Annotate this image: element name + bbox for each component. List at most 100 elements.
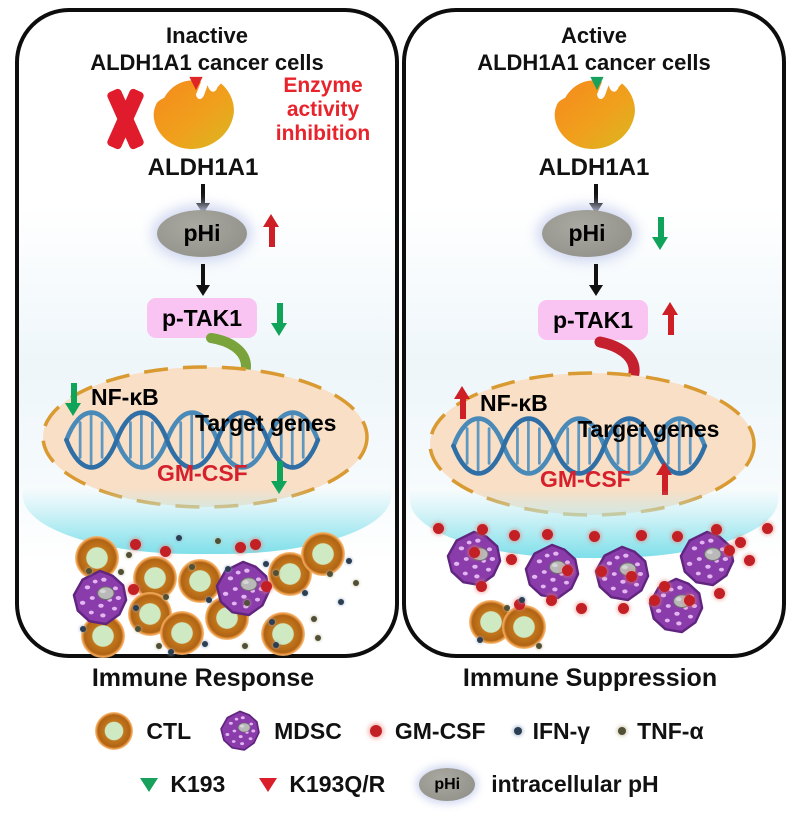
legend-item-mdsc: MDSC (219, 710, 342, 752)
ctl-cell (178, 559, 222, 603)
ifng-dot-icon (302, 590, 308, 596)
gmcsf-dot-icon (743, 554, 755, 566)
mdsc-cell (647, 577, 705, 635)
phi-icon-label: pHi (434, 775, 461, 793)
gmcsf-dot-icon (658, 580, 670, 592)
ifng-dot-icon (513, 727, 522, 735)
panel-inactive: Inactive ALDH1A1 cancer cells Enzyme act… (15, 8, 399, 658)
tnfa-dot-icon (536, 643, 542, 649)
legend-row-2: K193 K193Q/R pHi intracellular pH (0, 768, 799, 801)
phi-ellipse: pHi (542, 210, 632, 257)
tnfa-dot-icon (315, 635, 321, 641)
ifng-dot-icon (263, 561, 269, 567)
ifng-dot-icon (202, 641, 208, 647)
gmcsf-label: GM-CSF (540, 466, 631, 492)
legend-label: TNF-α (637, 717, 704, 744)
mdsc-cell (593, 545, 651, 603)
gmcsf-dot-icon (648, 594, 660, 606)
nfkb-trend-arrow-icon (454, 386, 471, 422)
mdsc-cell-icon (219, 710, 261, 752)
gmcsf-dot-icon (575, 602, 587, 614)
legend-label: GM-CSF (394, 717, 486, 744)
tnfa-dot-icon (163, 594, 169, 600)
panel-inactive-title-line1: Inactive (166, 23, 248, 48)
ifng-dot-icon (176, 535, 182, 541)
tnfa-dot-icon (311, 616, 317, 622)
gmcsf-dot-icon (432, 522, 444, 534)
phi-label: pHi (568, 220, 606, 246)
gmcsf-dot-icon (541, 528, 553, 540)
gmcsf-trend-arrow-icon (656, 462, 673, 498)
ptak1-trend-arrow-icon (271, 300, 288, 336)
legend-item-ifng: IFN-γ (513, 718, 590, 745)
gmcsf-dot-icon (260, 580, 272, 592)
tnfa-dot-icon (189, 564, 195, 570)
ctl-cell (502, 605, 546, 649)
tnfa-dot-icon (244, 600, 250, 606)
nfkb-label: NF-κB (91, 384, 159, 410)
ifng-dot-icon (519, 597, 525, 603)
ctl-cell (261, 612, 305, 656)
phi-ellipse-icon: pHi (419, 768, 476, 801)
gmcsf-dot-icon (671, 530, 683, 542)
ifng-dot-icon (206, 597, 212, 603)
tnfa-dot-icon (353, 580, 359, 586)
aldh1a1-enzyme-icon (554, 76, 635, 150)
gmcsf-dot-icon (508, 529, 520, 541)
ptak1-box: p-TAK1 (147, 298, 257, 338)
gmcsf-dot-icon (234, 541, 246, 553)
tnfa-dot-icon (215, 538, 221, 544)
ifng-dot-icon (477, 637, 483, 643)
gmcsf-dot-icon (505, 553, 517, 565)
note-line: Enzyme (283, 74, 363, 97)
aldh1a1-label: ALDH1A1 (147, 154, 259, 181)
ifng-dot-icon (269, 619, 275, 625)
gmcsf-dot-icon (595, 565, 607, 577)
ifng-dot-icon (338, 599, 344, 605)
immune-cells-zone (406, 12, 782, 654)
note-line: activity (286, 98, 360, 121)
legend-item-phi: pHi intracellular pH (419, 768, 659, 801)
caption-immune-response: Immune Response (91, 664, 315, 692)
k193qr-mutation-marker-icon (189, 76, 203, 91)
tnfa-dot-icon (504, 605, 510, 611)
immune-cells-zone (19, 12, 395, 658)
gmcsf-dot-icon (468, 546, 480, 558)
panel-inactive-title: Inactive ALDH1A1 cancer cells (19, 22, 395, 76)
gmcsf-dot-icon (723, 544, 735, 556)
gmcsf-dot-icon (617, 602, 629, 614)
tnfa-dot-icon (327, 571, 333, 577)
nfkb-trend-arrow-icon (65, 380, 82, 416)
ifng-dot-icon (225, 566, 231, 572)
legend-row-1: CTL MDSC GM-CSF IFN-γ TNF-α (0, 710, 799, 752)
phi-trend-arrow-icon (263, 214, 280, 250)
dna-helix-icon (64, 410, 321, 470)
mdsc-cell (445, 530, 503, 588)
tnfa-dot-icon (273, 570, 279, 576)
gmcsf-dot-icon (710, 523, 722, 535)
gmcsf-dot-icon (734, 536, 746, 548)
legend-item-k193qr: K193Q/R (259, 771, 385, 798)
gmcsf-dot-icon (249, 538, 261, 550)
legend-item-ctl: CTL (95, 712, 191, 750)
gmcsf-dot-icon (513, 598, 525, 610)
gmcsf-dot-icon (475, 580, 487, 592)
legend-item-gmcsf: GM-CSF (369, 717, 486, 745)
gmcsf-label: GM-CSF (157, 460, 248, 486)
gmcsf-dot-icon (369, 725, 382, 737)
tnfa-dot-icon (118, 569, 124, 575)
phi-ellipse: pHi (157, 210, 247, 257)
enzyme-inhibition-note: Enzyme activity inhibition (257, 74, 389, 146)
gmcsf-dot-icon (683, 594, 695, 606)
mdsc-cell (678, 530, 736, 588)
dna-helix-icon (451, 416, 708, 476)
panel-active: Active ALDH1A1 cancer cells ALDH1A1 pHi … (402, 8, 786, 658)
legend-label: K193Q/R (289, 771, 386, 797)
ctl-cell (301, 532, 345, 576)
arrow-down-icon (195, 184, 211, 214)
note-line: inhibition (275, 122, 371, 145)
gmcsf-dot-icon (129, 538, 141, 550)
legend-label: intracellular pH (491, 771, 659, 797)
nfkb-label: NF-κB (480, 390, 548, 416)
tnfa-dot-icon (618, 727, 627, 735)
